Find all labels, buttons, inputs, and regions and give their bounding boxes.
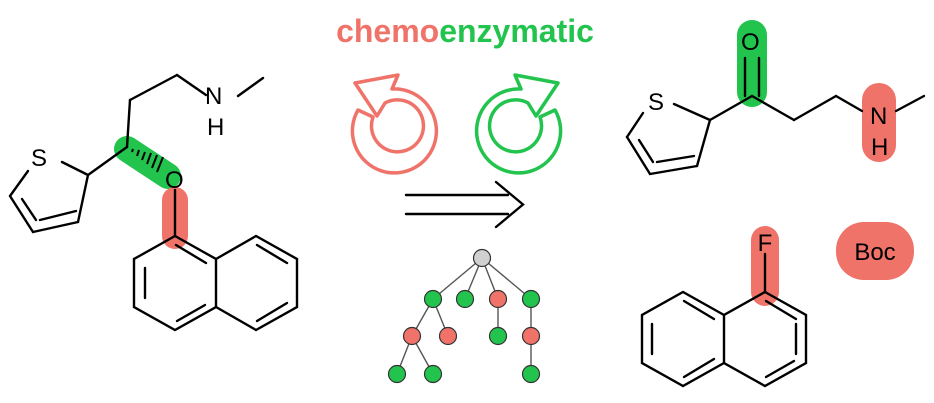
tree-node-green (521, 289, 541, 309)
tree-nodes (387, 248, 541, 384)
naphthalene-bonds (640, 252, 808, 388)
tree-node-root (472, 248, 492, 268)
enzymatic-cycle-icon (474, 73, 563, 175)
target-hydrogen-label: H (207, 114, 224, 141)
tree-node-green (423, 364, 443, 384)
tree-node-green (455, 289, 475, 309)
target-oxygen-label: O (165, 167, 184, 194)
target-bonds (8, 73, 299, 332)
tree-node-red (438, 326, 458, 346)
hashed-wedge (131, 148, 164, 173)
fluoronaphthalene-building-block: F (640, 226, 808, 388)
ketone-building-block: O S N H (625, 20, 926, 176)
tree-node-green (521, 364, 541, 384)
tree-node-red (488, 289, 508, 309)
boc-protecting-group: Boc (836, 222, 914, 280)
tree-node-green (387, 364, 407, 384)
ketone-sulfur-label: S (648, 89, 664, 116)
tree-node-red (521, 326, 541, 346)
chemo-cycle-icon (350, 73, 439, 175)
ketone-oxygen-label: O (741, 29, 760, 56)
ketone-hydrogen-label: H (871, 134, 888, 161)
retrosynthesis-arrow (404, 180, 525, 229)
fluorine-label: F (758, 230, 773, 257)
ketone-bonds (625, 56, 926, 176)
synthesis-tree (387, 248, 541, 384)
target-sulfur-label: S (31, 145, 47, 172)
boc-label: Boc (854, 239, 895, 266)
boc-badge (836, 222, 914, 280)
tree-node-green (488, 326, 508, 346)
title-enzymatic: enzymatic (439, 13, 594, 49)
tree-node-green (423, 289, 443, 309)
target-molecule: S N H O (8, 73, 299, 332)
target-nitrogen-label: N (205, 83, 222, 110)
title-chemo: chemo (336, 13, 439, 49)
tree-edges (396, 257, 532, 375)
title: chemoenzymatic (336, 13, 594, 49)
tree-node-red (402, 326, 422, 346)
ketone-nitrogen-label: N (870, 103, 887, 130)
